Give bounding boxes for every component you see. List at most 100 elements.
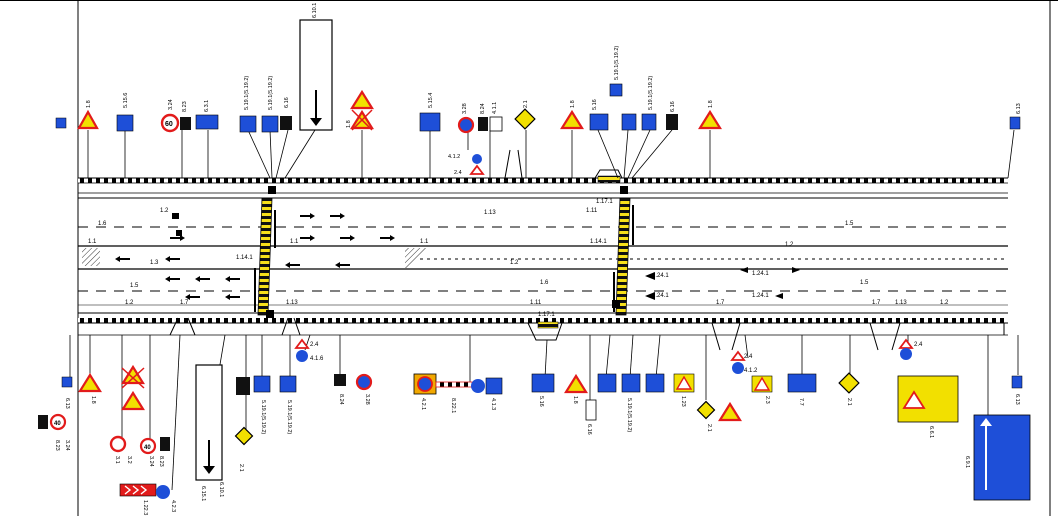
sign-code: 5.19.1(5.19.2)	[260, 400, 266, 434]
lane-direction-sign-icon	[279, 375, 297, 393]
sign-code: 3.28	[364, 394, 370, 405]
give-way-sign-icon	[718, 401, 742, 422]
marking-label: 1.7	[180, 300, 189, 306]
marking-label: 1.2	[125, 300, 134, 306]
give-way-sign-icon	[78, 372, 102, 393]
main-road-sign-icon	[838, 372, 860, 394]
pedestrian-crossing-right	[615, 197, 631, 316]
crossing-sign-icon	[589, 113, 609, 131]
sign-code: 1.23	[680, 396, 686, 407]
no-stopping-sign-icon	[355, 373, 373, 391]
sign-code: 8.23	[158, 456, 164, 467]
sign-code: 8.23	[182, 101, 188, 112]
sign-code: 6.16	[670, 101, 676, 112]
sign-code: 4.1.6	[310, 356, 324, 362]
marking-label: 1.5	[130, 283, 139, 289]
sign-code: 3.24	[148, 456, 154, 467]
speed-limit-sign-icon	[160, 113, 180, 133]
sign-code: 3.1	[114, 456, 120, 464]
marking-label: 1.2	[160, 208, 169, 214]
lane-direction-sign-icon	[641, 113, 657, 131]
sign-code: 8.24	[480, 103, 486, 114]
marking-label: 1.5	[860, 280, 869, 286]
sign-code: 1.8	[570, 100, 576, 108]
sign-code: 2.3	[764, 396, 770, 404]
sign-code: 1.22.3	[142, 500, 148, 515]
traffic-light-icon	[478, 117, 488, 131]
marking-label: 1.17.1	[538, 312, 555, 318]
sign-code: 4.2.1	[420, 398, 426, 410]
mandatory-direction-sign-icon	[732, 362, 744, 374]
sign-code: 7.7	[798, 398, 804, 406]
sign-code: 2.1	[706, 424, 712, 432]
sign-code: 6.15.1	[200, 486, 206, 501]
plate-icon	[180, 117, 191, 130]
sign-code: 5.19.1(5.19.2)	[286, 400, 292, 434]
info-sign-icon	[1009, 116, 1021, 130]
mandatory-direction-sign-icon	[156, 485, 170, 499]
sign-code: 3.24	[168, 99, 174, 110]
sign-code: 2.1	[846, 398, 852, 406]
info-sign-icon	[61, 376, 73, 388]
lane-direction-sign-icon	[645, 373, 665, 393]
give-way-sign-icon	[698, 109, 722, 130]
sign-code: 5.15.6	[123, 93, 129, 108]
marking-label: 1.24.1	[752, 293, 769, 299]
yield-sign-icon	[294, 338, 310, 349]
sign-code: 3.24	[64, 440, 70, 451]
marking-label: 1.2	[940, 300, 949, 306]
marking-label: 1.13	[895, 300, 907, 306]
marking-label: 1.14.1	[590, 239, 607, 245]
round-sign-icon	[485, 377, 503, 395]
sign-code: 8.22.1	[450, 398, 456, 413]
marking-label: 1.1	[420, 239, 429, 245]
sign-code: 1.8	[708, 100, 714, 108]
give-way-sign-icon	[350, 89, 374, 110]
marking-label: 1.24.1	[652, 273, 669, 279]
info-sign-icon	[55, 117, 67, 129]
marking-label: 1.5	[845, 221, 854, 227]
marking-label: 1.7	[716, 300, 725, 306]
traffic-light-icon	[236, 377, 250, 395]
one-way-sign-icon	[419, 112, 441, 132]
sign-code: 4.1.2	[744, 368, 758, 374]
marking-label: 1.6	[540, 280, 549, 286]
marking-label: 1.11	[586, 208, 598, 214]
mandatory-direction-sign-icon	[471, 379, 485, 393]
sign-code: 8.23	[54, 440, 60, 451]
sign-code: 5.19.1(5.19.2)	[268, 76, 274, 110]
sign-code: 4.2.3	[170, 500, 176, 512]
mandatory-direction-sign-icon	[296, 350, 308, 362]
main-road-sign-icon	[514, 108, 536, 130]
marking-label: 1.14.1	[236, 255, 253, 261]
sign-code: 2.4	[454, 170, 462, 176]
no-entry-sign-icon	[109, 435, 127, 453]
lane-arrows	[115, 213, 800, 300]
main-road-sign-icon	[234, 426, 254, 446]
lane-direction-sign-icon	[621, 113, 637, 131]
sign-code: 2.1	[523, 100, 529, 108]
marking-label: 1.24.1	[652, 293, 669, 299]
marking-label: 1.2	[785, 242, 794, 248]
sign-code: 4.1.1	[492, 102, 498, 114]
give-way-sign-icon	[121, 364, 145, 385]
marking-label: 1.3	[150, 260, 159, 266]
speed-limit-sign-icon	[49, 413, 67, 431]
signs-bottom: 40 40	[38, 334, 1031, 515]
traffic-light-icon	[666, 114, 678, 130]
temporary-warning-board-icon	[897, 375, 959, 423]
sign-code: 5.16	[538, 396, 544, 407]
marking-label: 1.24.1	[752, 271, 769, 277]
kerb-bottom	[78, 318, 1008, 323]
plate-icon	[489, 116, 503, 132]
plate-icon	[38, 415, 48, 429]
crossing-sign-icon	[609, 83, 623, 97]
sign-code: 1.8	[346, 120, 352, 128]
sign-code: 8.24	[338, 394, 344, 405]
parking-sign-icon	[787, 373, 817, 393]
sign-code: 6.16	[586, 424, 592, 435]
sign-code: 6.3.1	[204, 100, 210, 112]
sign-code: 4.1.3	[490, 398, 496, 410]
sign-code: 6.13	[1016, 103, 1022, 114]
